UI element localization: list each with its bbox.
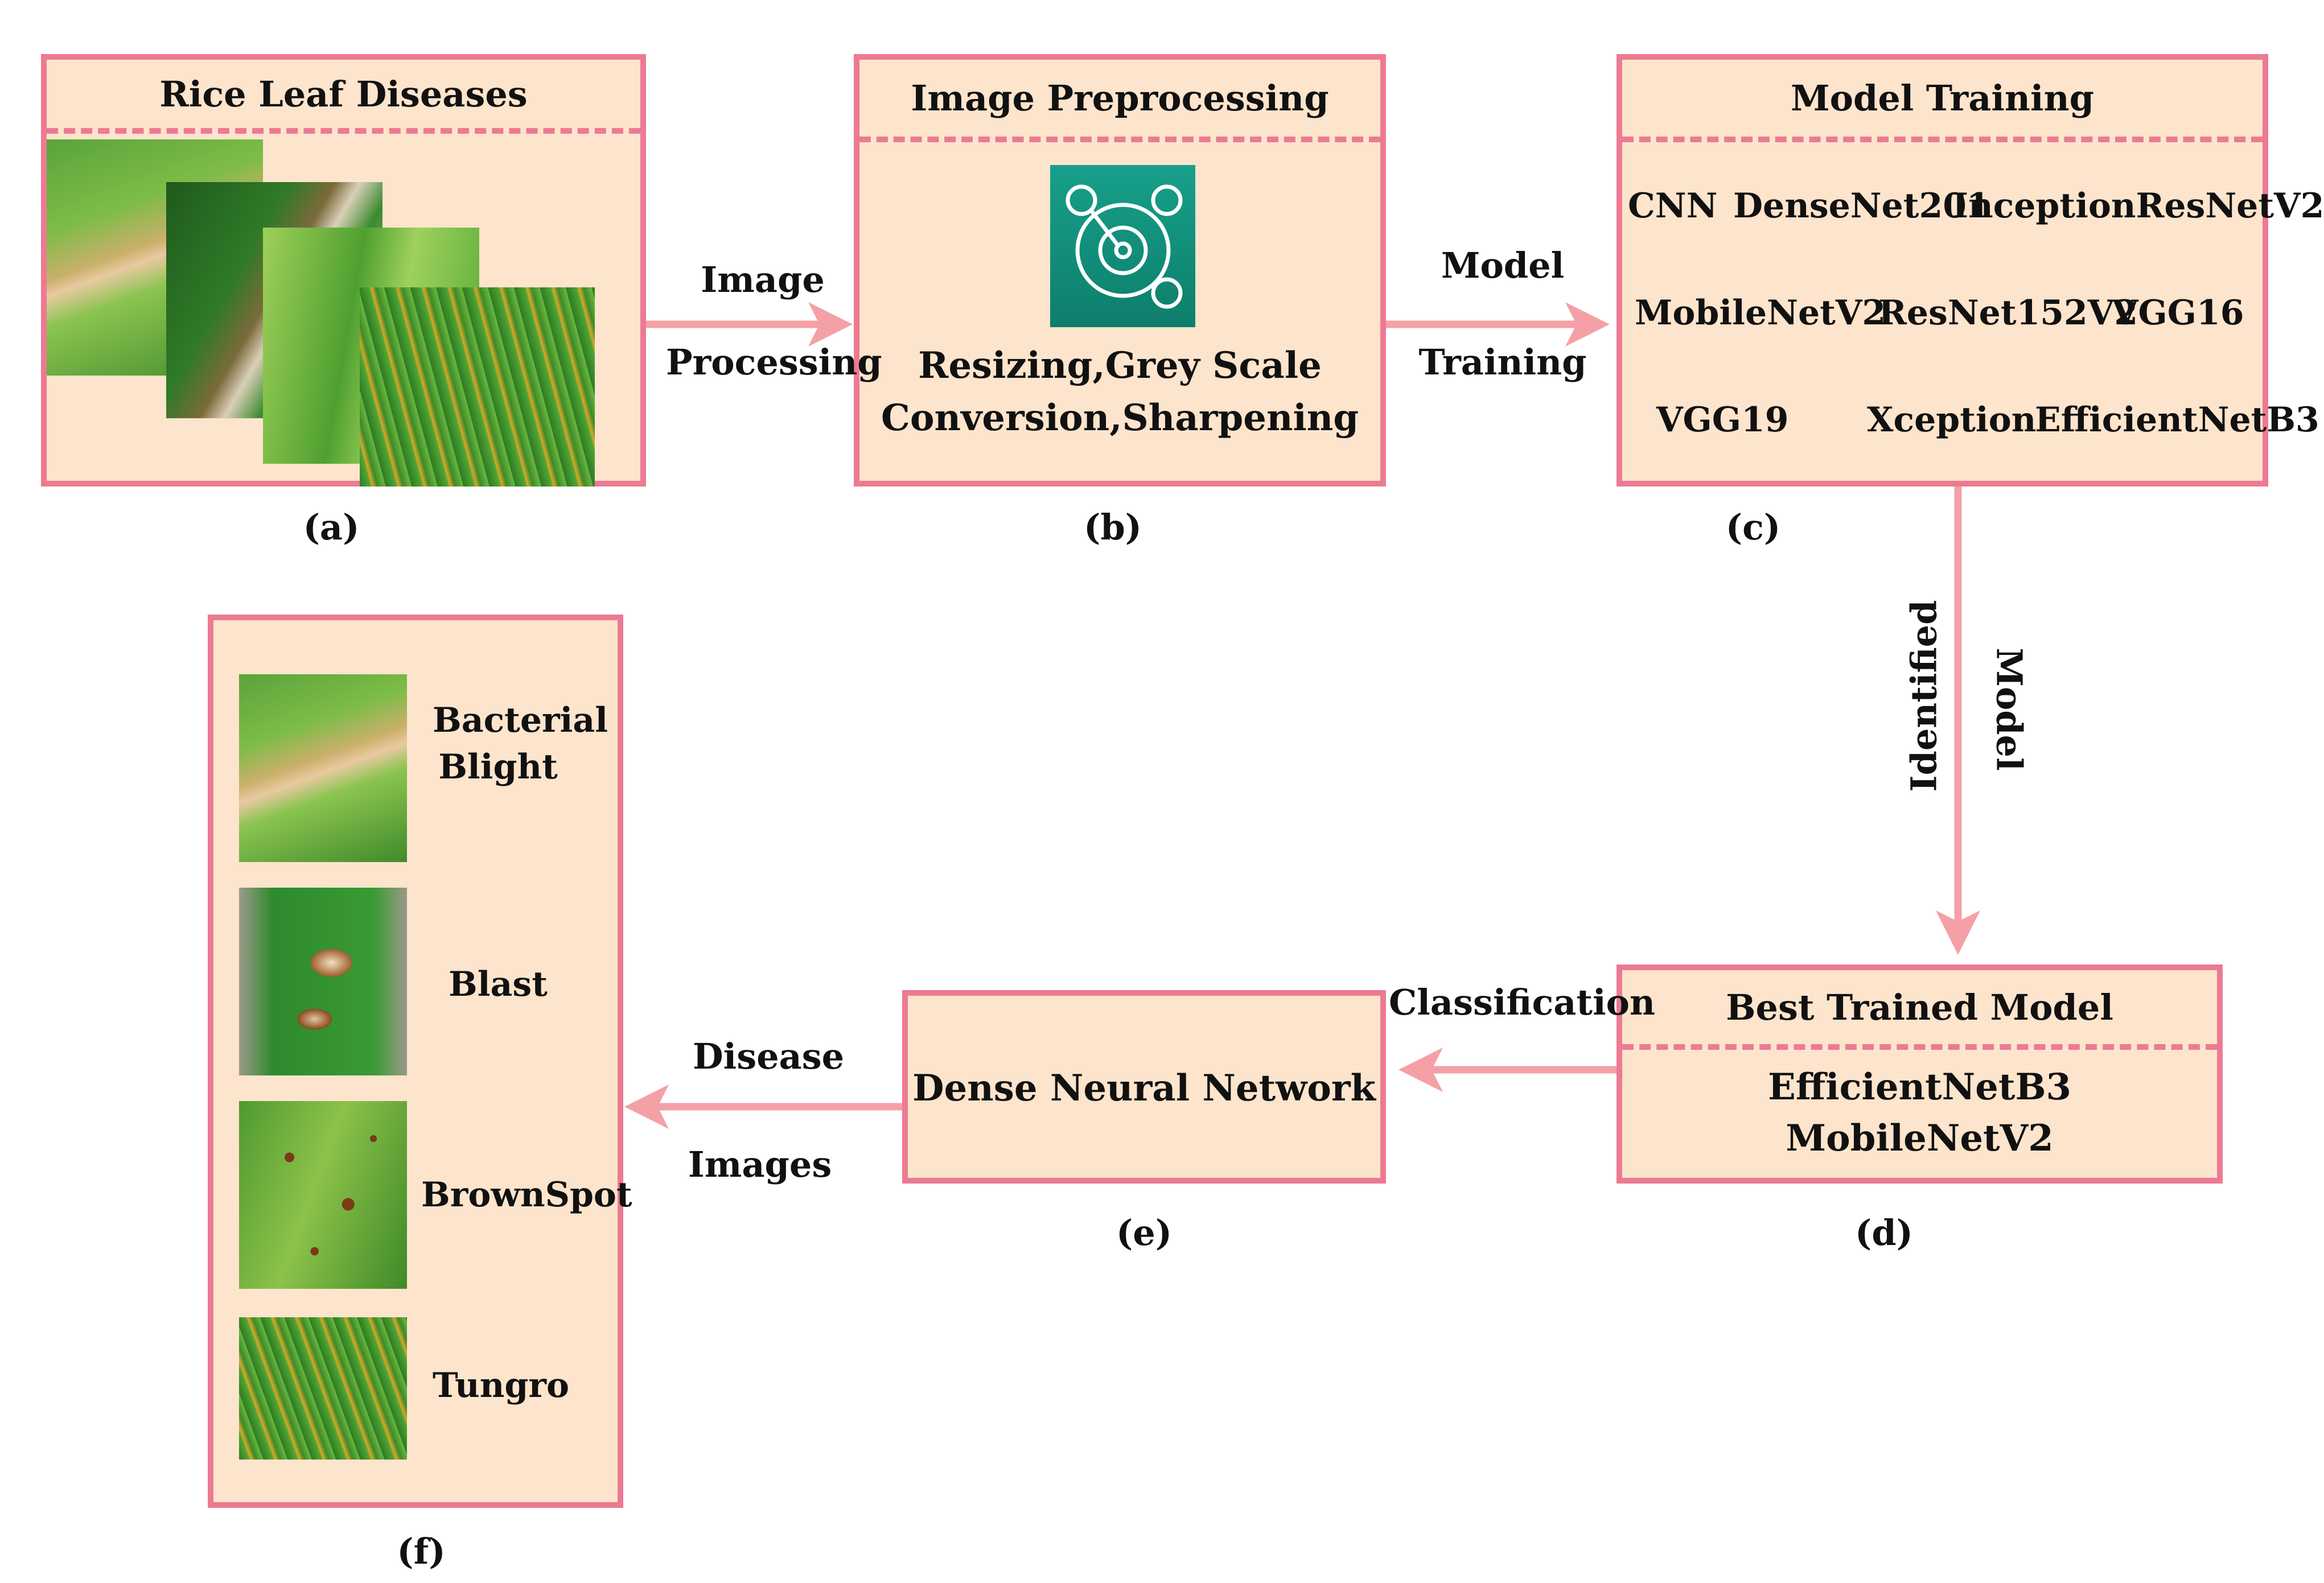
ml-target-icon xyxy=(1050,165,1195,327)
panel-dense-neural-network: Dense Neural Network (e) xyxy=(902,990,1386,1254)
class-photo-brownspot xyxy=(239,1101,407,1289)
panel-c-title: Model Training xyxy=(1622,60,2263,142)
arrow-label-model: Model xyxy=(1441,245,1565,286)
arrow-label-disease: Disease xyxy=(692,1036,845,1077)
class-photo-blast xyxy=(239,888,407,1075)
class-label: Tungro xyxy=(433,1366,569,1405)
class-label: Blast xyxy=(449,964,548,1004)
model-label: EfficientNetB3 xyxy=(2035,400,2319,440)
caption-d: (d) xyxy=(1854,1212,1914,1254)
panel-image-preprocessing: Image Preprocessing Resizing,Grey Scale … xyxy=(854,54,1386,548)
preprocessing-line-2: Conversion,Sharpening xyxy=(881,397,1359,439)
caption-e: (e) xyxy=(1116,1212,1173,1254)
caption-c: (c) xyxy=(1725,506,1781,548)
panel-disease-classes: Bacterial Blight Blast BrownSpot Tungro … xyxy=(208,615,632,1572)
caption-b: (b) xyxy=(1083,506,1142,548)
caption-f: (f) xyxy=(397,1531,446,1572)
arrow-label-processing: Processing xyxy=(666,341,882,383)
panel-model-training: Model Training CNN DenseNet201 Inception… xyxy=(1616,54,2324,548)
class-label: Bacterial Blight xyxy=(433,700,608,787)
panel-d-title: Best Trained Model xyxy=(1622,970,2217,1050)
model-label: ResNet152V2 xyxy=(1878,293,2138,333)
model-label: CNN xyxy=(1628,186,1718,226)
model-label: VGG16 xyxy=(2112,293,2244,333)
caption-a: (a) xyxy=(303,506,360,548)
panel-b-title: Image Preprocessing xyxy=(859,60,1380,142)
leaf-photo-tungro xyxy=(360,287,595,487)
panel-a-title: Rice Leaf Diseases xyxy=(47,54,640,134)
class-photo-tungro xyxy=(239,1317,407,1460)
panel-e-title: Dense Neural Network xyxy=(912,1067,1376,1110)
model-label: MobileNetV2 xyxy=(1635,293,1886,333)
model-label: DenseNet201 xyxy=(1733,186,1990,226)
model-label: Xception xyxy=(1867,400,2037,440)
arrow-label-image: Image xyxy=(701,259,825,300)
best-model-1: EfficientNetB3 xyxy=(1767,1066,2072,1108)
panel-best-trained-model: Best Trained Model EfficientNetB3 Mobile… xyxy=(1616,964,2223,1254)
arrow-label-training: Training xyxy=(1418,341,1587,383)
arrow-label-identified: Identified xyxy=(1903,600,1945,792)
preprocessing-line-1: Resizing,Grey Scale xyxy=(918,344,1322,387)
model-label: InceptionResNetV2 xyxy=(1952,186,2324,226)
panel-rice-leaf-diseases: Rice Leaf Diseases (a) xyxy=(41,54,646,548)
arrow-label-images: Images xyxy=(688,1144,832,1185)
arrow-label-classification: Classification xyxy=(1389,982,1656,1023)
arrow-label-model-vertical: Model xyxy=(1988,648,2030,771)
model-label: VGG19 xyxy=(1656,400,1789,440)
class-label: BrownSpot xyxy=(421,1175,632,1215)
class-photo-bacterial-blight xyxy=(239,674,407,862)
best-model-2: MobileNetV2 xyxy=(1786,1117,2054,1160)
